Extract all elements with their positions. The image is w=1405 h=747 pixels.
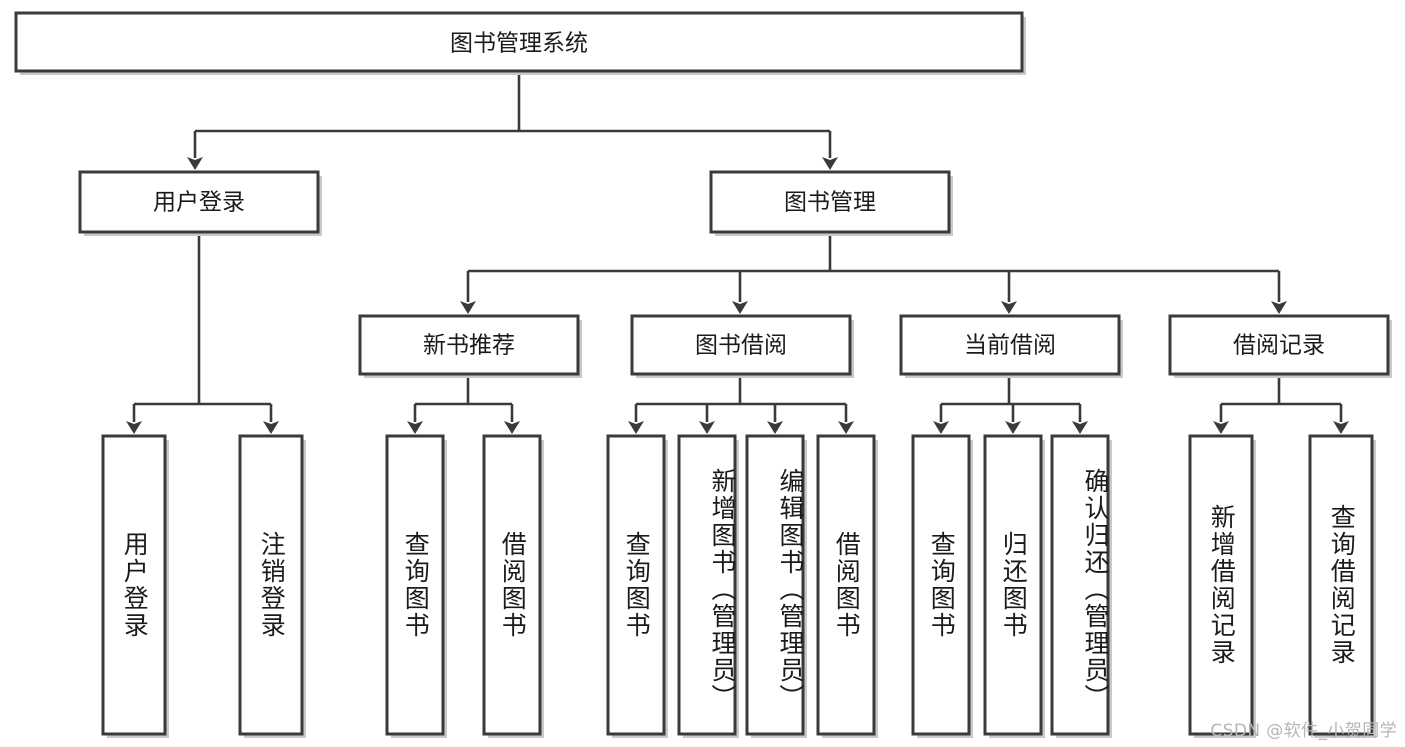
node-new-book-recommend[interactable]: 新书推荐	[358, 314, 582, 378]
node-leaf-add-record[interactable]	[1188, 434, 1256, 738]
node-leaf-user-login[interactable]	[101, 434, 169, 738]
node-leaf-return-book[interactable]	[983, 434, 1045, 738]
node-leaf-query-book-1[interactable]	[385, 434, 447, 738]
node-book-manage[interactable]: 图书管理	[709, 170, 953, 236]
node-root[interactable]: 图书管理系统	[14, 11, 1026, 75]
node-leaf-query-record[interactable]	[1308, 434, 1376, 738]
node-leaf-add-book[interactable]	[677, 434, 739, 738]
node-new-book-recommend-label: 新书推荐	[423, 333, 515, 359]
node-user-login-label: 用户登录	[153, 190, 245, 216]
connectors-layer	[126, 71, 1349, 434]
node-book-borrow-label: 图书借阅	[695, 333, 787, 359]
node-book-manage-label: 图书管理	[784, 190, 876, 216]
node-leaf-confirm-return[interactable]	[1050, 434, 1112, 738]
node-leaf-query-book-2[interactable]	[606, 434, 668, 738]
boxes-layer: 图书管理系统 用户登录 图书管理 新书推荐 图书	[14, 11, 1392, 738]
node-current-borrow[interactable]: 当前借阅	[899, 314, 1123, 378]
node-root-label: 图书管理系统	[450, 31, 588, 57]
node-borrow-record-label: 借阅记录	[1233, 333, 1325, 359]
node-leaf-user-logout[interactable]	[238, 434, 306, 738]
node-user-login[interactable]: 用户登录	[78, 170, 322, 236]
node-current-borrow-label: 当前借阅	[964, 333, 1056, 359]
node-book-borrow[interactable]: 图书借阅	[630, 314, 854, 378]
node-leaf-query-book-3[interactable]	[911, 434, 973, 738]
node-leaf-borrow-book-1[interactable]	[482, 434, 544, 738]
node-borrow-record[interactable]: 借阅记录	[1168, 314, 1392, 378]
csdn-watermark: CSDN @软件_小贺同学	[1210, 721, 1397, 741]
node-leaf-edit-book[interactable]	[745, 434, 807, 738]
node-leaf-borrow-book-2[interactable]	[816, 434, 878, 738]
